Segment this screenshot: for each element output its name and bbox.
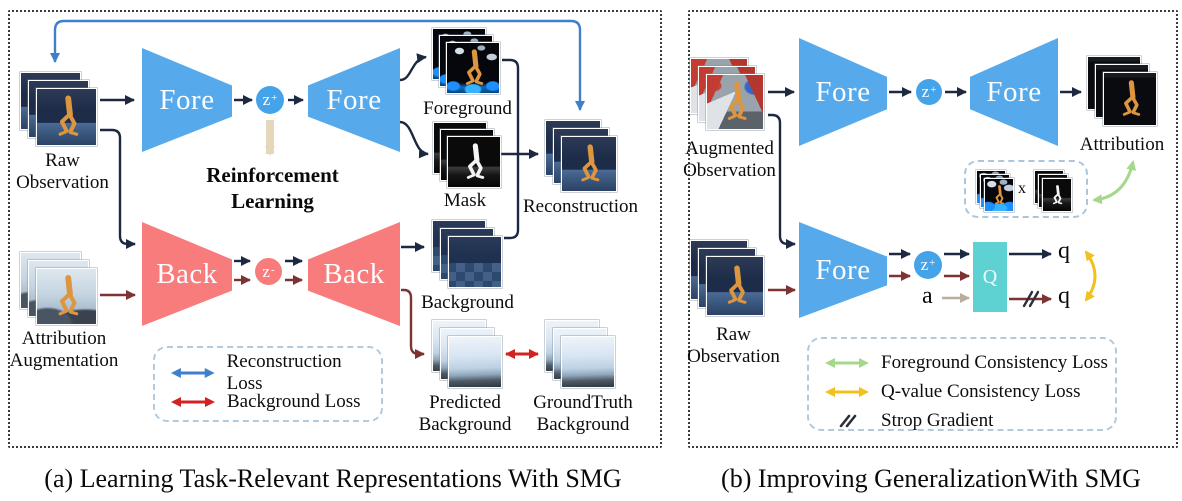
latent-z-plus-b-top: z+ [916, 79, 942, 105]
reconstruction-label: Reconstruction [522, 196, 639, 217]
image-card [984, 178, 1014, 212]
fore-encoder-a-label: Fore [159, 83, 215, 116]
image-card [447, 136, 501, 188]
image-card [1042, 178, 1072, 212]
image-card [448, 336, 502, 388]
raw-observation-b-label: Raw Observation [687, 324, 780, 368]
action-symbol: a [922, 283, 933, 309]
image-card [706, 256, 764, 316]
image-card [448, 236, 502, 288]
fore-encoder-b-top-label: Fore [815, 75, 871, 108]
walker-figure [714, 260, 757, 312]
image-card [36, 268, 97, 325]
back-encoder-label: Back [156, 257, 218, 290]
walker-silhouette [454, 140, 494, 185]
panel-a-border [8, 10, 662, 448]
mask-label: Mask [443, 190, 487, 211]
fore-decoder-b-top-label: Fore [986, 75, 1042, 108]
walker-figure [714, 78, 757, 127]
legend-item-reconstruction-loss: Reconstruction Loss [171, 351, 381, 394]
walker-figure [568, 140, 609, 189]
back-decoder-label: Back [323, 257, 385, 290]
z-minus-base: z [262, 261, 270, 281]
image-card [1103, 72, 1157, 126]
raw-observation-label: Raw Observation [16, 150, 109, 194]
image-card [36, 88, 97, 146]
legend-item-foreground-consistency: Foreground Consistency Loss [825, 348, 1115, 377]
fore-decoder-a-label: Fore [326, 83, 382, 116]
walker-figure [1110, 76, 1150, 123]
image-card [446, 42, 500, 94]
z-plus-base: z [921, 82, 930, 101]
walker-figure [44, 92, 89, 142]
latent-z-plus-b-bottom: z+ [914, 251, 942, 279]
z-plus-base: z [262, 90, 271, 109]
legend-label: Strop Gradient [881, 409, 994, 431]
reinforcement-learning-label: Reinforcement Learning [206, 163, 339, 214]
q-value-top: q [1058, 238, 1070, 264]
legend-panel-a: Reconstruction Loss Background Loss [153, 346, 383, 422]
foreground-times-mask-box: x [964, 160, 1088, 218]
fore-encoder-b-bottom-label: Fore [815, 253, 871, 286]
panel-b-border [688, 10, 1178, 448]
attribution-label: Attribution [1079, 134, 1165, 155]
caption-b: (b) Improving GeneralizationWith SMG [721, 464, 1141, 493]
legend-label: Foreground Consistency Loss [881, 351, 1108, 373]
walker-figure [44, 272, 89, 322]
image-card [706, 74, 764, 130]
background-label: Background [421, 292, 514, 313]
foreground-label: Foreground [423, 98, 512, 119]
legend-label: Background Loss [227, 390, 361, 412]
slash-icon [839, 414, 857, 427]
q-value-bottom: q [1058, 283, 1070, 309]
legend-label: Q-value Consistency Loss [881, 380, 1081, 402]
walker-figure [453, 46, 493, 91]
attribution-augmentation-label: Attribution Augmentation [9, 328, 119, 372]
q-network-box: Q [973, 242, 1007, 312]
augmented-observation-label: Augmented Observation [683, 138, 776, 182]
legend-item-qvalue-consistency: Q-value Consistency Loss [825, 377, 1115, 406]
caption-a: (a) Learning Task-Relevant Representatio… [44, 464, 622, 493]
latent-z-minus: z- [255, 258, 282, 285]
legend-panel-b: Foreground Consistency Loss Q-value Cons… [807, 337, 1117, 431]
double-arrow-icon [825, 386, 869, 397]
walker-silhouette [1052, 184, 1064, 205]
q-network-label: Q [982, 265, 998, 288]
walker-figure [994, 184, 1006, 205]
double-arrow-icon [171, 396, 215, 407]
legend-item-stop-gradient: Strop Gradient [825, 406, 1115, 435]
image-card [561, 336, 615, 388]
image-card [561, 136, 617, 192]
latent-z-plus-a: z+ [256, 86, 284, 114]
double-arrow-icon [825, 357, 869, 368]
predicted-background-label: Predicted Background [418, 392, 512, 436]
legend-item-background-loss: Background Loss [171, 387, 381, 416]
legend-label: Reconstruction Loss [226, 350, 342, 394]
z-plus-base: z [920, 255, 929, 274]
groundtruth-background-label: GroundTruth Background [533, 392, 633, 436]
double-arrow-icon [171, 367, 215, 378]
multiply-sign: x [1018, 180, 1026, 197]
